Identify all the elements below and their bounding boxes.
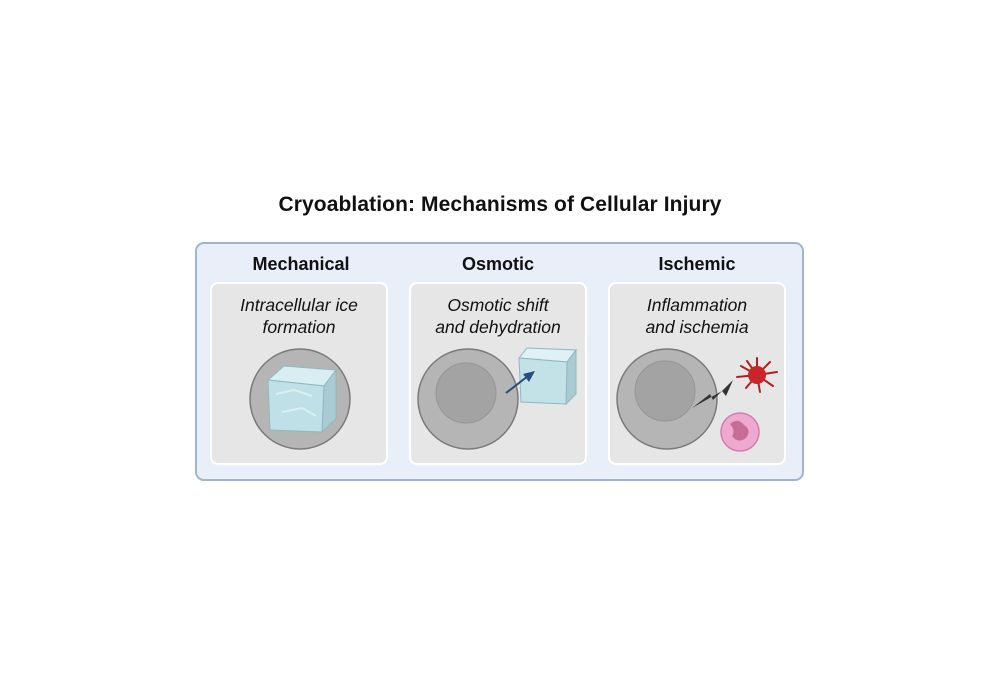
- panel-osmotic: Osmotic shift and dehydration: [409, 282, 587, 465]
- caption-mechanical: Intracellular ice formation: [212, 294, 386, 338]
- osmotic-illustration: [417, 347, 577, 450]
- panel-ischemic: Inflammation and ischemia: [608, 282, 786, 465]
- caption-mechanical-line2: formation: [262, 317, 336, 337]
- neutrophil-icon: [720, 412, 760, 452]
- ice-cube-icon: [518, 347, 577, 406]
- macrophage-icon: [736, 357, 778, 393]
- ischemic-illustration: [616, 348, 778, 452]
- caption-osmotic-line2: and dehydration: [435, 317, 561, 337]
- caption-ischemic-line2: and ischemia: [645, 317, 749, 337]
- nucleus-icon: [435, 362, 497, 424]
- heading-ischemic: Ischemic: [658, 254, 736, 274]
- panel-mechanical: Intracellular ice formation: [210, 282, 388, 465]
- heading-osmotic: Osmotic: [461, 254, 535, 274]
- caption-osmotic-line1: Osmotic shift: [447, 295, 549, 315]
- caption-osmotic: Osmotic shift and dehydration: [411, 294, 585, 338]
- arrow-icon: [505, 371, 535, 394]
- caption-ischemic-line1: Inflammation: [646, 295, 748, 315]
- heading-mechanical: Mechanical: [252, 254, 350, 274]
- caption-mechanical-line1: Intracellular ice: [240, 295, 358, 315]
- lightning-bolt-icon: [692, 380, 733, 408]
- mechanical-illustration: [249, 348, 351, 450]
- ice-cube-icon: [266, 365, 337, 434]
- figure-title: Cryoablation: Mechanisms of Cellular Inj…: [278, 193, 722, 216]
- nucleus-icon: [634, 360, 696, 422]
- caption-ischemic: Inflammation and ischemia: [610, 294, 784, 338]
